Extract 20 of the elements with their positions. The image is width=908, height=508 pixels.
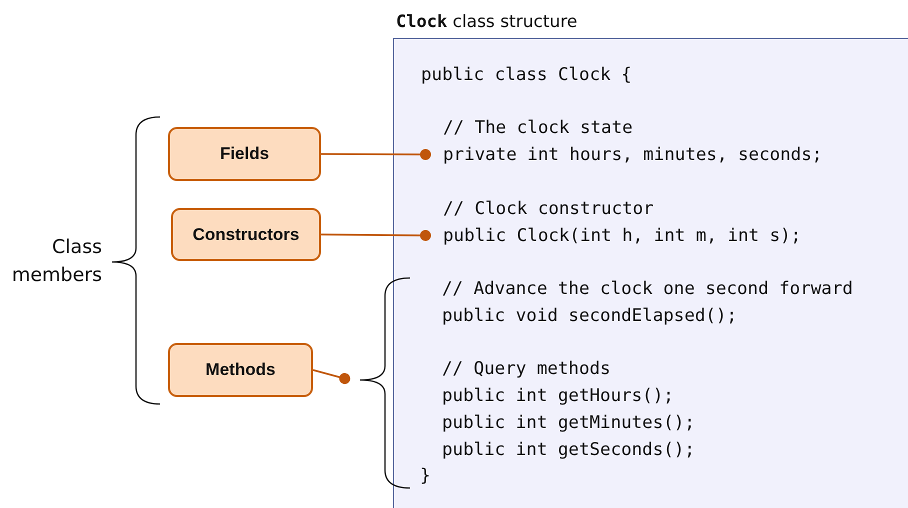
panel-title: Clock class structure	[396, 12, 578, 32]
code-line: public int getHours();	[442, 385, 674, 408]
leader-line	[312, 369, 350, 384]
member-box: Fields	[168, 127, 321, 181]
code-line: public Clock(int h, int m, int s);	[432, 223, 802, 250]
code-line: // Clock constructor	[443, 198, 654, 221]
code-line: public class Clock {	[421, 64, 632, 87]
code-line: // Query methods	[442, 358, 611, 381]
leader-line	[321, 148, 431, 160]
leader-line	[321, 230, 431, 241]
group-label: Class members	[10, 235, 102, 288]
code-line: private int hours, minutes, seconds;	[432, 142, 822, 169]
code-line: }	[420, 465, 431, 488]
code-line: public int getSeconds();	[442, 439, 695, 462]
code-line: public int getMinutes();	[442, 412, 695, 435]
member-box: Constructors	[171, 208, 321, 261]
code-line: // The clock state	[443, 117, 633, 140]
member-box: Methods	[168, 343, 313, 397]
code-line: // Advance the clock one second forward	[442, 278, 853, 301]
code-line: public void secondElapsed();	[442, 305, 738, 328]
